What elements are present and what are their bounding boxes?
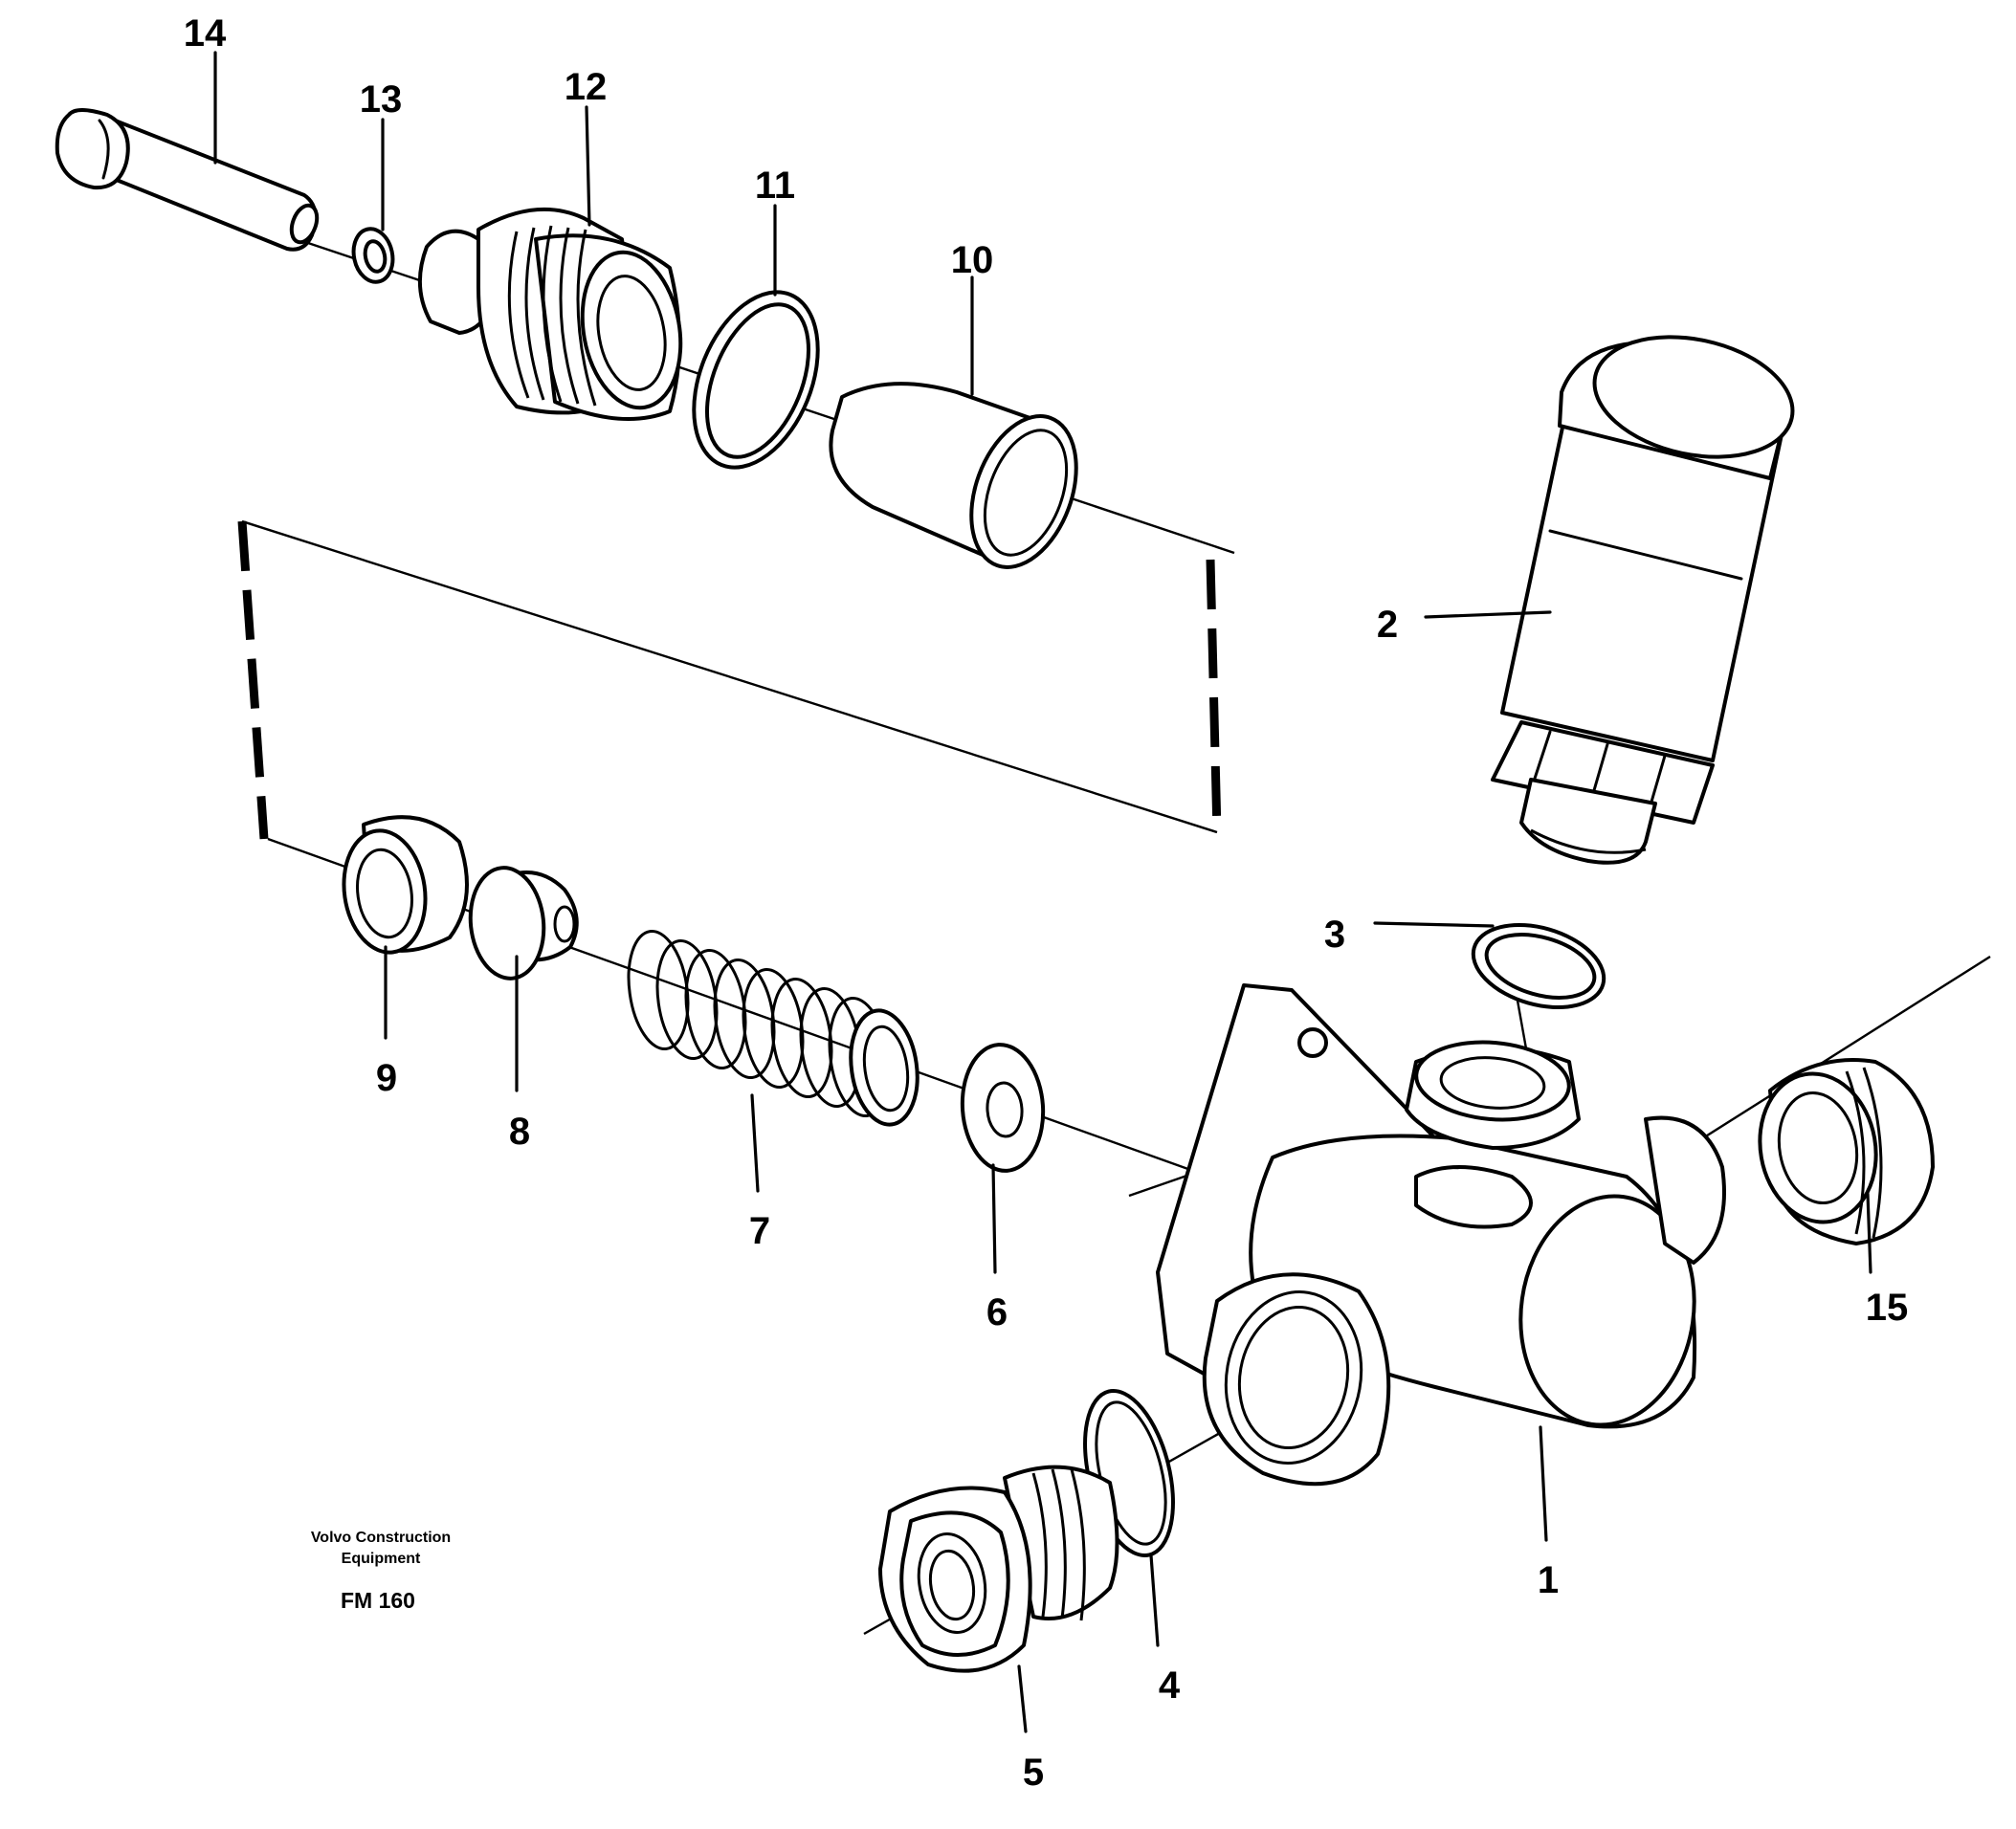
callout-9: 9 <box>376 1057 397 1099</box>
caption-brand-line-2: Equipment <box>342 1551 421 1567</box>
callout-8: 8 <box>509 1111 530 1153</box>
callout-1: 1 <box>1538 1559 1559 1601</box>
part-5-fitting <box>878 1465 1119 1673</box>
callout-4: 4 <box>1159 1664 1181 1707</box>
callout-7: 7 <box>749 1210 770 1252</box>
callout-2: 2 <box>1377 604 1398 646</box>
part-14-pin <box>55 108 320 252</box>
callout-11: 11 <box>755 165 795 207</box>
part-10-sleeve <box>829 382 1078 569</box>
part-3-o-ring <box>1471 922 1606 1010</box>
callout-10: 10 <box>951 239 994 281</box>
part-15-threaded-plug <box>1758 1058 1935 1245</box>
callout-14: 14 <box>184 12 227 55</box>
callout-5: 5 <box>1023 1752 1044 1794</box>
callout-6: 6 <box>986 1291 1008 1333</box>
callout-12: 12 <box>565 66 608 108</box>
callout-13: 13 <box>360 78 403 121</box>
part-6-washer <box>960 1043 1046 1173</box>
part-13-ring <box>351 227 395 284</box>
callout-labels: 14 13 12 11 10 2 3 9 8 7 6 1 15 4 5 <box>184 12 1909 1794</box>
dashed-reference-frame <box>237 519 1222 840</box>
caption-brand-line-1: Volvo Construction <box>311 1530 451 1546</box>
part-11-o-ring <box>692 290 820 470</box>
part-1-pump-body <box>1156 983 1726 1487</box>
leader-lines <box>213 51 1872 1733</box>
callout-3: 3 <box>1324 914 1345 956</box>
part-9-cup-seal <box>342 815 469 955</box>
part-7-spring <box>627 929 919 1127</box>
part-12-threaded-plug <box>417 207 683 421</box>
caption-model: FM 160 <box>341 1588 415 1613</box>
drawing-caption: Volvo Construction Equipment FM 160 <box>311 1530 451 1613</box>
part-2-cylinder <box>1491 335 1795 865</box>
part-8-spring-seat <box>468 866 579 981</box>
callout-15: 15 <box>1866 1287 1909 1329</box>
